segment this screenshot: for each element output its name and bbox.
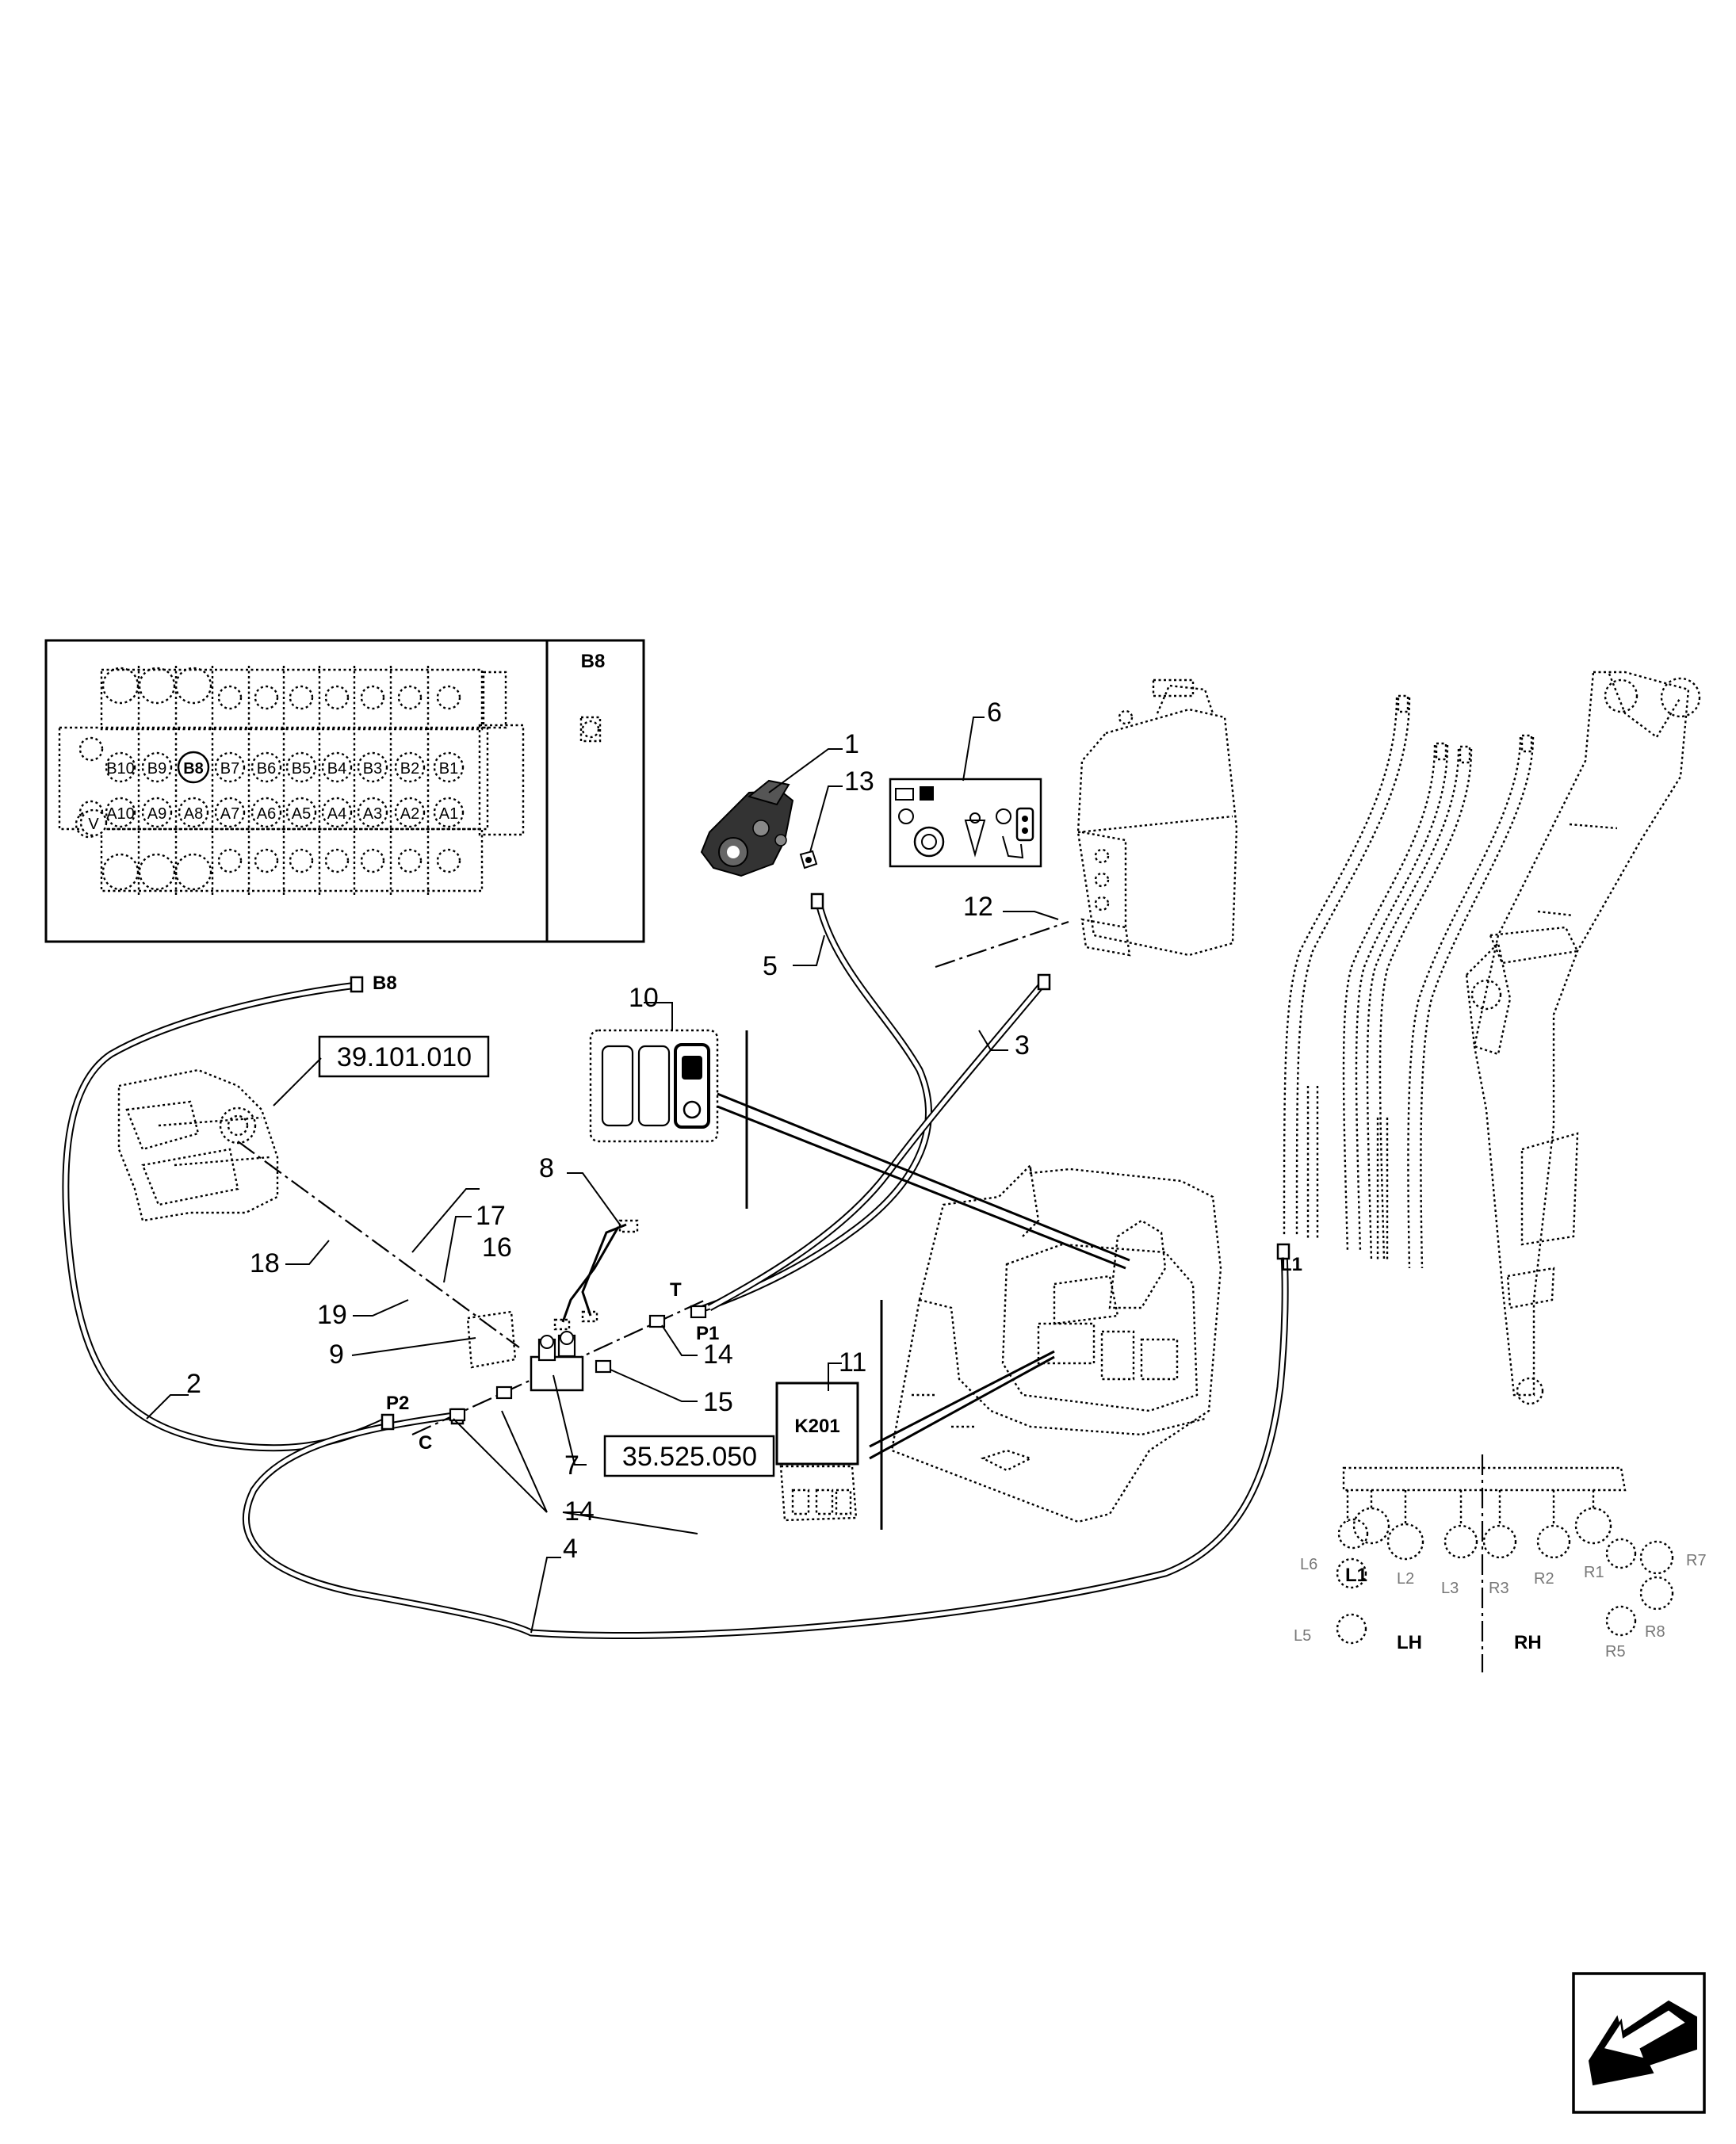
- reference-box-1[interactable]: 39.101.010: [318, 1035, 490, 1078]
- svg-text:B6: B6: [257, 760, 276, 778]
- c-port-label: C: [419, 1432, 432, 1454]
- callout-9: 9: [329, 1340, 344, 1370]
- hose-connection-inset: L6 L1 L2 L3 R3 R2 R1 R7 L5 R5 R8 LH RH: [1294, 1454, 1707, 1672]
- inset-label-r2: R2: [1534, 1570, 1554, 1588]
- l1-hose-label: L1: [1280, 1254, 1302, 1275]
- callout-15: 15: [703, 1387, 733, 1417]
- fitting-13: [799, 850, 818, 869]
- svg-text:B5: B5: [292, 760, 311, 778]
- switch-panel: [589, 1029, 719, 1143]
- callout-1: 1: [844, 729, 859, 759]
- callout-4: 4: [563, 1534, 578, 1564]
- callout-12: 12: [963, 892, 993, 922]
- callout-numbers: 1 13 6 12 3 5 10 8 17 16 18 19 9 2 11 14…: [186, 697, 1030, 1564]
- p1-port-label: P1: [696, 1323, 719, 1344]
- inset-couplings: [1336, 1490, 1674, 1645]
- inset-label-rh: RH: [1514, 1632, 1542, 1653]
- callout-leaders: [146, 717, 1059, 1634]
- callout-3: 3: [1015, 1030, 1030, 1061]
- inset-label-l3: L3: [1441, 1580, 1459, 1597]
- hose-3: [707, 979, 1048, 1311]
- inset-label-l2: L2: [1397, 1570, 1414, 1588]
- callout-16: 16: [482, 1233, 512, 1263]
- svg-text:A10: A10: [106, 805, 135, 823]
- pointer-lines: [717, 1030, 1130, 1530]
- b8-port-detail: [579, 716, 602, 743]
- svg-text:A2: A2: [400, 805, 419, 823]
- instruction-decal: [889, 778, 1042, 868]
- inset-label-r3: R3: [1489, 1580, 1509, 1597]
- callout-2: 2: [186, 1369, 201, 1399]
- excavator-boom: [1465, 671, 1701, 1405]
- inset-label-lh: LH: [1397, 1632, 1422, 1653]
- inset-label-l5: L5: [1294, 1627, 1311, 1645]
- svg-text:B7: B7: [220, 760, 239, 778]
- svg-text:B8: B8: [183, 760, 204, 778]
- callout-14b: 14: [564, 1496, 595, 1527]
- inset-label-r5: R5: [1605, 1643, 1626, 1661]
- svg-text:B9: B9: [147, 760, 166, 778]
- svg-text:A6: A6: [257, 805, 276, 823]
- solenoid-valve-assembly: [449, 1305, 707, 1422]
- valve-v-label: V: [88, 816, 99, 833]
- pilot-pump: [700, 779, 794, 877]
- boom-hose-lines: [1283, 694, 1535, 1269]
- svg-text:B1: B1: [439, 760, 458, 778]
- callout-14a: 14: [703, 1340, 733, 1370]
- inset-label-r8: R8: [1645, 1623, 1665, 1641]
- control-valve-inset: B8 B10 B9 B8 B7 B6 B5 B4 B3 B2 B1 A10 A9…: [44, 639, 645, 943]
- svg-text:A5: A5: [292, 805, 311, 823]
- svg-text:B4: B4: [327, 760, 346, 778]
- svg-text:B3: B3: [363, 760, 382, 778]
- svg-text:35.525.050: 35.525.050: [622, 1442, 757, 1472]
- svg-text:A8: A8: [184, 805, 203, 823]
- svg-text:B2: B2: [400, 760, 419, 778]
- relay-label: K201: [794, 1416, 839, 1437]
- svg-text:A3: A3: [363, 805, 382, 823]
- cab-interior: [890, 1163, 1222, 1523]
- relay-k201: [775, 1382, 859, 1522]
- callout-7: 7: [564, 1450, 579, 1481]
- svg-text:B10: B10: [106, 760, 135, 778]
- valve-section-dividers: [137, 666, 430, 896]
- svg-text:A9: A9: [147, 805, 166, 823]
- callout-8: 8: [539, 1153, 554, 1183]
- hose-5: [692, 899, 932, 1316]
- callout-6: 6: [987, 697, 1002, 728]
- t-port-label: T: [670, 1279, 682, 1301]
- callout-5: 5: [763, 951, 778, 981]
- inset-label-l1: L1: [1345, 1565, 1367, 1586]
- control-box: [1076, 678, 1238, 957]
- callout-17: 17: [476, 1201, 506, 1231]
- b8-hose-label: B8: [373, 973, 397, 994]
- callout-13: 13: [844, 766, 874, 797]
- svg-text:A7: A7: [220, 805, 239, 823]
- svg-text:A4: A4: [327, 805, 346, 823]
- reference-box-2[interactable]: 35.525.050: [603, 1435, 775, 1477]
- b8-panel-label: B8: [581, 651, 606, 672]
- valve-port-circles-a: [79, 797, 465, 837]
- valve-section-labels-b: B10 B9 B8 B7 B6 B5 B4 B3 B2 B1: [106, 760, 458, 778]
- svg-text:A1: A1: [439, 805, 458, 823]
- wiring-harness-8: [553, 1219, 639, 1331]
- page-navigation-arrow-icon[interactable]: [1572, 1972, 1706, 2114]
- callout-19: 19: [317, 1300, 347, 1330]
- inset-label-r1: R1: [1584, 1564, 1604, 1581]
- p2-port-label: P2: [386, 1393, 409, 1414]
- callout-11: 11: [839, 1347, 866, 1378]
- callout-18: 18: [250, 1248, 280, 1278]
- inset-label-r7: R7: [1686, 1552, 1707, 1569]
- valve-port-circles-b: [105, 751, 465, 784]
- svg-text:39.101.010: 39.101.010: [337, 1042, 472, 1072]
- pump-assembly: [117, 1068, 279, 1222]
- inset-label-l6: L6: [1300, 1556, 1317, 1573]
- callout-10: 10: [629, 983, 659, 1013]
- valve-section-labels-a: A10 A9 A8 A7 A6 A5 A4 A3 A2 A1: [106, 805, 458, 823]
